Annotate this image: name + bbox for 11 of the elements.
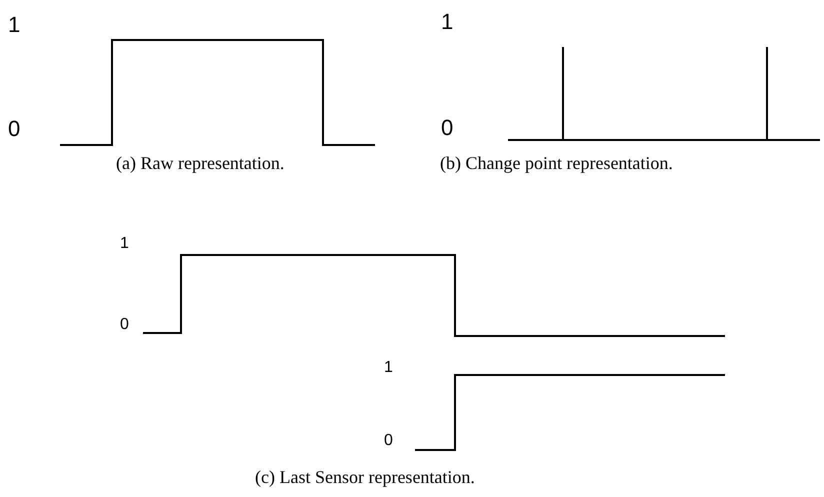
axis-label: 0	[441, 117, 454, 139]
axis-label: 0	[8, 118, 20, 140]
axis-label: 0	[120, 317, 129, 333]
axis-label: 1	[384, 360, 393, 376]
axis-label: 1	[8, 14, 20, 36]
axis-label: 1	[441, 11, 454, 33]
axis-label: 0	[384, 433, 393, 449]
caption: (a) Raw representation.	[116, 152, 286, 174]
axis-label: 1	[120, 236, 129, 252]
caption: (c) Last Sensor representation.	[255, 466, 476, 488]
caption: (b) Change point representation.	[440, 152, 674, 174]
